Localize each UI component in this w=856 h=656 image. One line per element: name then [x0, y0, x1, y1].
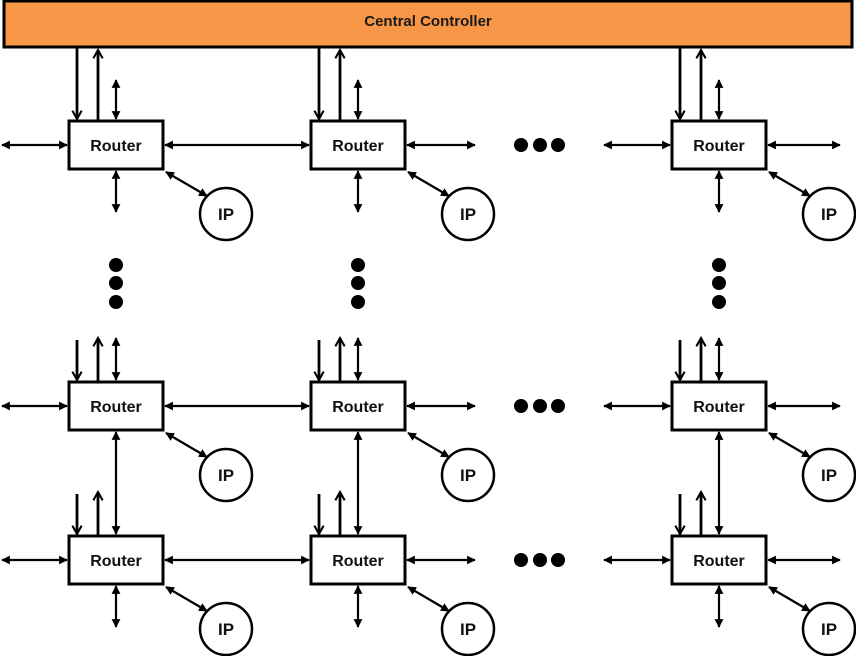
ellipsis-dot — [712, 295, 726, 309]
ip-core — [440, 601, 496, 656]
ip-label: IP — [460, 620, 476, 639]
ip-label: IP — [460, 466, 476, 485]
ip-core — [440, 186, 496, 242]
router-box — [670, 119, 768, 171]
ellipsis-dot — [351, 258, 365, 272]
router-box — [309, 380, 407, 432]
ip-label: IP — [218, 620, 234, 639]
ellipsis-dot — [109, 276, 123, 290]
links-layer — [1, 48, 841, 628]
router-ip-link — [768, 171, 811, 197]
vertical-ellipsis — [109, 258, 123, 309]
router-label: Router — [90, 138, 142, 155]
router-ip-link — [165, 171, 208, 197]
ip-label: IP — [218, 205, 234, 224]
router-ip-link — [165, 432, 208, 458]
ellipsis-dot — [551, 553, 565, 567]
ellipsis-dot — [514, 138, 528, 152]
router-label: Router — [90, 553, 142, 570]
router-label: Router — [332, 138, 384, 155]
vertical-ellipsis — [351, 258, 365, 309]
router-label: Router — [90, 399, 142, 416]
ellipsis-dot — [533, 553, 547, 567]
router-ip-link — [768, 432, 811, 458]
router-label: Router — [693, 553, 745, 570]
ellipsis-dot — [551, 138, 565, 152]
ip-label: IP — [460, 205, 476, 224]
router-ip-link — [165, 586, 208, 612]
horizontal-ellipsis — [514, 138, 565, 152]
router-box — [670, 534, 768, 586]
ellipsis-dot — [712, 276, 726, 290]
ellipsis-dot — [514, 553, 528, 567]
horizontal-ellipsis — [514, 399, 565, 413]
router-label: Router — [332, 399, 384, 416]
router-ip-link — [407, 432, 450, 458]
router-box — [67, 380, 165, 432]
ellipses-layer — [109, 138, 726, 567]
ellipsis-dot — [533, 138, 547, 152]
router-box — [67, 534, 165, 586]
router-box — [67, 119, 165, 171]
ip-core — [198, 186, 254, 242]
router-label: Router — [693, 138, 745, 155]
router-label: Router — [693, 399, 745, 416]
ip-label: IP — [821, 466, 837, 485]
router-box — [309, 534, 407, 586]
ip-core — [801, 186, 856, 242]
ip-label: IP — [821, 205, 837, 224]
ellipsis-dot — [109, 295, 123, 309]
router-ip-link — [407, 171, 450, 197]
ip-core — [198, 601, 254, 656]
ellipsis-dot — [551, 399, 565, 413]
ellipsis-dot — [109, 258, 123, 272]
ip-label: IP — [218, 466, 234, 485]
router-box — [670, 380, 768, 432]
router-box — [309, 119, 407, 171]
ip-core — [801, 601, 856, 656]
ip-label: IP — [821, 620, 837, 639]
central-controller-box — [2, 0, 854, 49]
central-controller: Central Controller — [2, 0, 854, 49]
ellipsis-dot — [533, 399, 547, 413]
horizontal-ellipsis — [514, 553, 565, 567]
ellipsis-dot — [351, 295, 365, 309]
router-label: Router — [332, 553, 384, 570]
ip-core — [198, 447, 254, 503]
router-ip-link — [407, 586, 450, 612]
ellipsis-dot — [351, 276, 365, 290]
nodes-layer: RouterIPRouterIPRouterIPRouterIPRouterIP… — [67, 119, 856, 656]
router-ip-link — [768, 586, 811, 612]
ip-core — [440, 447, 496, 503]
ellipsis-dot — [514, 399, 528, 413]
ellipsis-dot — [712, 258, 726, 272]
ip-core — [801, 447, 856, 503]
vertical-ellipsis — [712, 258, 726, 309]
central-controller-label: Central Controller — [364, 13, 492, 30]
